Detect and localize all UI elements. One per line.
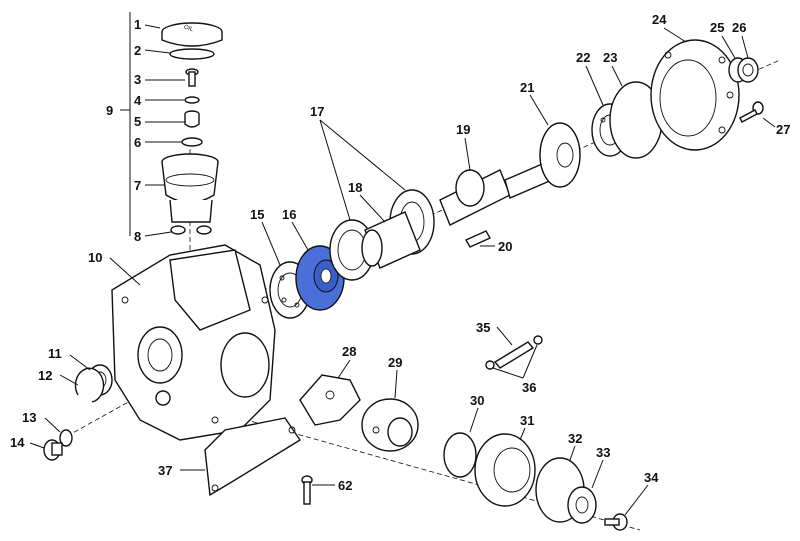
part-5-valve	[184, 110, 200, 128]
part-27-bolt	[739, 101, 764, 123]
label-22: 22	[576, 50, 590, 65]
part-36-circlips	[485, 335, 543, 370]
label-34: 34	[644, 470, 659, 485]
label-24: 24	[652, 12, 667, 27]
part-6-washer	[181, 137, 203, 147]
label-36: 36	[522, 380, 536, 395]
part-35-pin	[493, 341, 535, 369]
part-24-end-cover	[650, 39, 740, 151]
part-28-bracket	[299, 374, 361, 426]
part-33-center-disc	[567, 486, 597, 524]
part-13-washer	[59, 429, 73, 447]
label-8: 8	[134, 229, 141, 244]
label-9: 9	[106, 103, 113, 118]
part-34-bolt	[604, 513, 628, 531]
label-2: 2	[134, 43, 141, 58]
label-20: 20	[498, 239, 512, 254]
label-7: 7	[134, 178, 141, 193]
label-26: 26	[732, 20, 746, 35]
label-30: 30	[470, 393, 484, 408]
part-10-pump-housing	[111, 244, 276, 441]
label-3: 3	[134, 72, 141, 87]
part-31-diaphragm	[474, 433, 536, 507]
label-10: 10	[88, 250, 102, 265]
label-4: 4	[134, 93, 142, 108]
label-17: 17	[310, 104, 324, 119]
label-23: 23	[603, 50, 617, 65]
label-35: 35	[476, 320, 490, 335]
part-26-cap	[737, 57, 759, 83]
label-37: 37	[158, 463, 172, 478]
leader-lines	[29, 12, 776, 516]
label-5: 5	[134, 114, 141, 129]
label-28: 28	[342, 344, 356, 359]
label-14: 14	[10, 435, 25, 450]
part-14-drain-plug	[43, 439, 63, 461]
part-18-gear-hub	[361, 211, 421, 269]
label-33: 33	[596, 445, 610, 460]
part-62-screw	[301, 475, 313, 505]
part-4-washer	[184, 96, 200, 104]
label-15: 15	[250, 207, 264, 222]
label-29: 29	[388, 355, 402, 370]
label-13: 13	[22, 410, 36, 425]
part-1-oil-cap: OIL	[161, 22, 223, 47]
part-30-ring	[443, 432, 477, 478]
oil-cap-text: OIL	[183, 24, 195, 33]
label-31: 31	[520, 413, 534, 428]
part-29-piston	[361, 398, 419, 452]
part-21-disc	[539, 122, 581, 188]
part-7-oil-reservoir	[161, 153, 219, 223]
label-25: 25	[710, 20, 724, 35]
label-11: 11	[48, 346, 62, 361]
label-1: 1	[134, 17, 141, 32]
label-19: 19	[456, 122, 470, 137]
part-3-screw	[185, 68, 199, 87]
part-8-grommets	[170, 225, 212, 235]
part-2-gasket	[169, 48, 215, 60]
label-12: 12	[38, 368, 52, 383]
label-16: 16	[282, 207, 296, 222]
part-12-circlip	[74, 367, 105, 403]
label-18: 18	[348, 180, 362, 195]
label-6: 6	[134, 135, 141, 150]
label-32: 32	[568, 431, 582, 446]
part-20-key	[465, 230, 491, 248]
label-21: 21	[520, 80, 534, 95]
part-37-mounting-foot	[204, 417, 301, 497]
label-62: 62	[338, 478, 352, 493]
part-number-labels: 1 2 3 4 5 6 7 8 9 10 11 12 13 14 15 16 1…	[10, 12, 790, 493]
label-27: 27	[776, 122, 790, 137]
